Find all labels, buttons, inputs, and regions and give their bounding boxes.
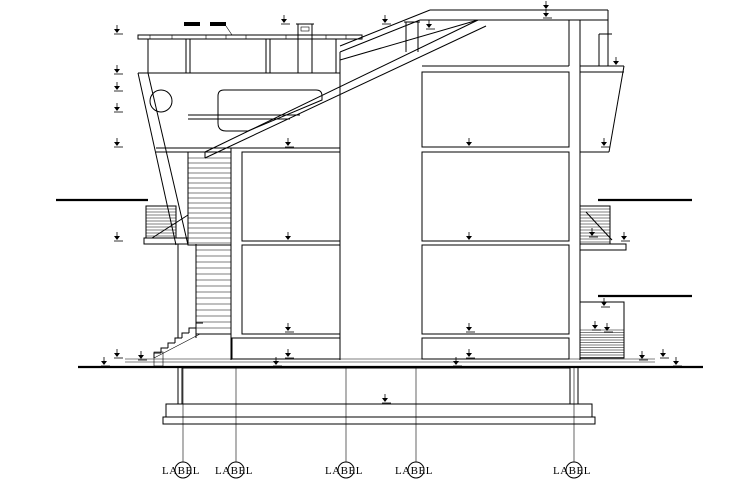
level-arrow-icon	[113, 64, 124, 75]
level-arrow-icon	[113, 137, 124, 148]
level-arrow-icon	[603, 322, 614, 333]
level-arrow-icon	[465, 231, 476, 242]
level-arrow-icon	[113, 102, 124, 113]
roof-parapet	[137, 22, 363, 74]
level-arrow-icon	[381, 393, 392, 404]
level-arrow-icon	[452, 356, 463, 367]
level-arrow-icon	[612, 56, 623, 67]
level-arrow-icon	[284, 137, 295, 148]
grid-label-1: LABEL	[162, 465, 200, 477]
grid-lines	[174, 368, 583, 479]
level-arrow-icon	[425, 19, 436, 30]
level-arrow-icon	[465, 137, 476, 148]
level-arrow-icon	[100, 356, 111, 367]
left-facade	[137, 72, 323, 246]
level-arrow-icon	[381, 14, 392, 25]
right-balcony	[579, 198, 692, 359]
grid-label-2: LABEL	[215, 465, 253, 477]
grid-label-4: LABEL	[395, 465, 433, 477]
level-arrow-icon	[113, 231, 124, 242]
level-arrow-icon	[591, 320, 602, 331]
grid-label-5: LABEL	[553, 465, 591, 477]
main-structure	[230, 9, 625, 360]
level-arrow-icon	[284, 348, 295, 359]
level-arrow-icon	[620, 231, 631, 242]
grid-bubble-icon	[565, 461, 583, 479]
sloped-slab	[204, 19, 487, 159]
level-arrow-icon	[284, 231, 295, 242]
entrance-steps	[153, 322, 203, 367]
left-balcony	[56, 198, 197, 338]
level-arrow-icon	[113, 81, 124, 92]
stair-hatch	[187, 151, 232, 335]
foundation	[162, 367, 596, 425]
grid-bubble-icon	[174, 461, 192, 479]
level-arrow-icon	[284, 322, 295, 333]
level-arrow-icon	[672, 356, 683, 367]
level-arrow-icon	[272, 356, 283, 367]
level-arrow-icon	[542, 0, 553, 11]
grid-bubble-icon	[227, 461, 245, 479]
level-arrow-icon	[113, 24, 124, 35]
level-arrow-icon	[465, 348, 476, 359]
level-arrow-icon	[137, 350, 148, 361]
level-arrow-icon	[465, 322, 476, 333]
grid-label-3: LABEL	[325, 465, 363, 477]
level-arrow-icon	[280, 14, 291, 25]
level-arrow-icon	[659, 348, 670, 359]
level-arrow-icon	[600, 137, 611, 148]
level-arrow-icon	[588, 227, 599, 238]
windows	[231, 71, 570, 360]
level-arrow-icon	[638, 350, 649, 361]
grid-bubble-icon	[407, 461, 425, 479]
grid-bubble-icon	[337, 461, 355, 479]
level-arrow-icon	[113, 348, 124, 359]
